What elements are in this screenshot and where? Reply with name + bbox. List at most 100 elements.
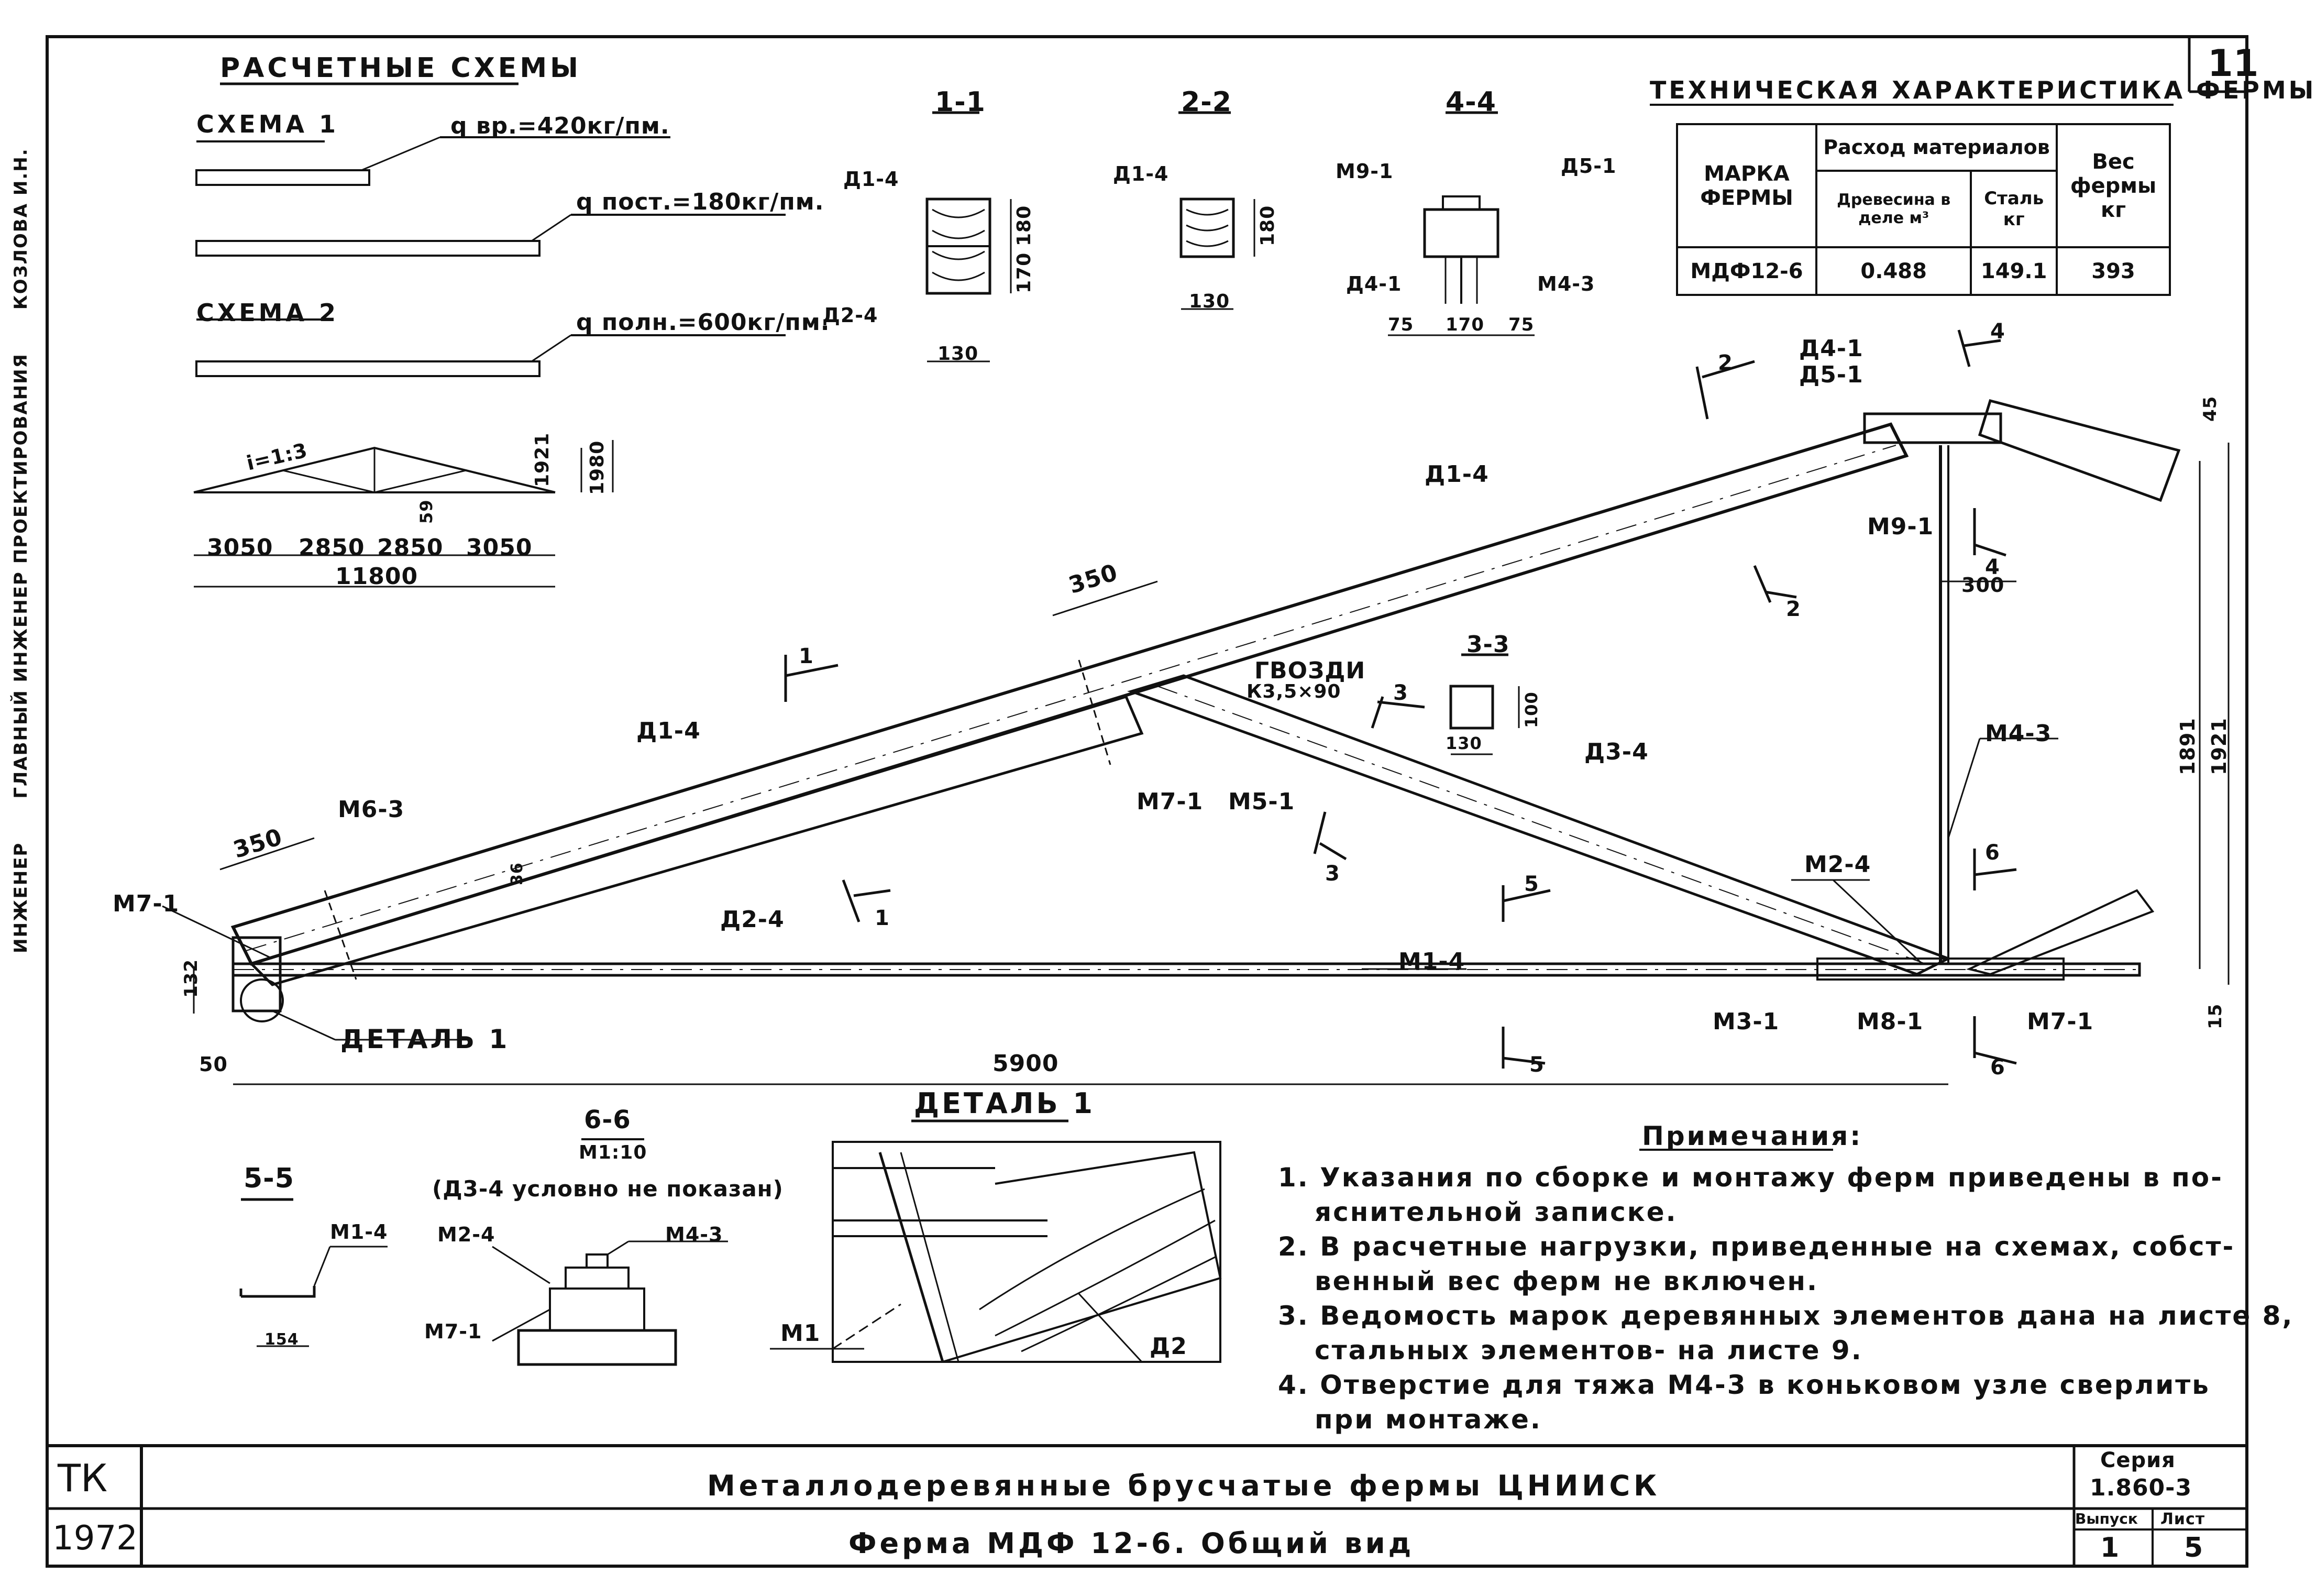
section-3-3-130: 130	[1446, 733, 1482, 753]
truss-m44: М1-4	[1398, 948, 1465, 975]
scheme-total: 11800	[335, 563, 418, 590]
section-3-3	[1449, 653, 1520, 755]
mini-truss-diagram	[193, 440, 614, 588]
section-6-6	[492, 1138, 728, 1366]
detail1-title: ДЕТАЛЬ 1	[914, 1087, 1095, 1120]
section-1-1-170: 170	[1013, 252, 1035, 293]
truss-m71a: М7-1	[113, 890, 180, 917]
stamp-seria-label: Серия	[2100, 1448, 2176, 1472]
truss-m43: М4-3	[1985, 720, 2052, 747]
tech-h-steel: Сталь кг	[1970, 169, 2058, 249]
side-strip-c: ИНЖЕНЕР	[10, 842, 31, 953]
section-4-4-170: 170	[1446, 314, 1484, 335]
section-4-4-d41: Д4-1	[1346, 272, 1402, 295]
truss-dim-300: 300	[1961, 574, 2005, 597]
scheme-dim-1: 3050	[207, 534, 273, 561]
cut-6a: 6	[1985, 841, 2000, 865]
section-2-2-d14: Д1-4	[1113, 162, 1169, 185]
sheet-corner-number: 11	[2208, 42, 2259, 85]
stamp-list: 5	[2184, 1532, 2204, 1564]
section-5-5	[239, 1198, 388, 1347]
scheme-dim-2: 2850	[299, 534, 365, 561]
truss-m81: М8-1	[1857, 1008, 1924, 1035]
section-6-6-m43: М4-3	[665, 1223, 723, 1246]
stamp-list-label: Лист	[2160, 1510, 2205, 1528]
truss-dim-5900: 5900	[992, 1050, 1059, 1077]
cut-1a: 1	[799, 644, 814, 668]
sheet-frame	[46, 35, 2248, 1568]
detail1-d2: Д2	[1150, 1333, 1187, 1360]
tech-table: МАРКА ФЕРМЫ Расход материалов Вес фермы …	[1676, 123, 2171, 296]
section-1-1-180: 180	[1013, 205, 1035, 246]
tech-wood: 0.488	[1815, 246, 1972, 296]
section-2-2-180: 180	[1257, 205, 1278, 246]
note-line-6: стальных элементов- на листе 9.	[1315, 1335, 1863, 1366]
tech-h-mark: МАРКА ФЕРМЫ	[1676, 123, 1817, 249]
section-cut-marks	[784, 329, 2017, 1069]
detail1-m1: М1	[780, 1320, 821, 1347]
truss-dim-50: 50	[199, 1053, 228, 1076]
section-6-6-m24: М2-4	[437, 1223, 495, 1246]
note-line-3: 2. В расчетные нагрузки, приведенные на …	[1278, 1231, 2235, 1262]
truss-detail-label: ДЕТАЛЬ 1	[340, 1024, 510, 1054]
detail-1	[770, 1119, 1222, 1363]
section-1-1-130: 130	[938, 343, 979, 365]
note-line-4: венный вес ферм не включен.	[1315, 1266, 1818, 1296]
truss-d34: Д3-4	[1584, 739, 1649, 765]
truss-m71c: М7-1	[2027, 1008, 2094, 1035]
stamp-vypusk-label: Выпуск	[2075, 1510, 2138, 1527]
scheme-h3: 59	[416, 499, 436, 524]
section-2-2	[1178, 111, 1255, 310]
side-strip-text: ИНЖЕНЕР ГЛАВНЫЙ ИНЖЕНЕР ПРОЕКТИРОВАНИЯ К…	[10, 148, 31, 953]
section-4-4-75b: 75	[1508, 314, 1535, 335]
section-5-5-title: 5-5	[244, 1163, 294, 1194]
section-4-4-d51: Д5-1	[1561, 155, 1617, 178]
scheme-load-full: q полн.=600кг/пм.	[576, 309, 830, 336]
truss-nails2: К3,5×90	[1247, 681, 1341, 702]
stamp-tk: ТК	[58, 1456, 108, 1500]
cut-4b: 4	[1985, 555, 2000, 579]
section-2-2-130: 130	[1189, 291, 1230, 312]
side-strip-a: КОЗЛОВА И.Н.	[10, 148, 31, 310]
schemes-title: РАСЧЕТНЫЕ СХЕМЫ	[220, 52, 581, 84]
scheme-h1: 1921	[532, 432, 553, 487]
truss-dim-45: 45	[2200, 395, 2221, 422]
section-6-6-scale: М1:10	[579, 1142, 647, 1163]
truss-m51: М5-1	[1228, 788, 1295, 815]
cut-2b: 2	[1786, 597, 1801, 621]
truss-d14: Д1-4	[636, 718, 701, 744]
section-1-1-title: 1-1	[935, 86, 986, 118]
section-6-6-m71: М7-1	[424, 1320, 482, 1343]
stamp-vypusk: 1	[2100, 1532, 2120, 1564]
section-3-3-title: 3-3	[1466, 631, 1510, 658]
section-6-6-note: (Д3-4 условно не показан)	[432, 1176, 784, 1202]
truss-d41: Д4-1	[1799, 335, 1863, 362]
scheme-load-temp: q вр.=420кг/пм.	[450, 113, 670, 139]
section-3-3-100: 100	[1521, 691, 1541, 728]
section-1-1	[925, 111, 1012, 362]
truss-dim-1921: 1921	[2208, 718, 2231, 775]
section-1-1-d14: Д1-4	[843, 168, 899, 191]
truss-d24: Д2-4	[720, 906, 785, 933]
section-6-6-title: 6-6	[584, 1105, 631, 1135]
scheme1-label: СХЕМА 1	[196, 110, 339, 138]
cut-6b: 6	[1990, 1055, 2005, 1080]
cut-4a: 4	[1990, 320, 2005, 344]
tech-weight: 393	[2056, 246, 2171, 296]
section-4-4-title: 4-4	[1446, 86, 1496, 118]
notes-title: Примечания:	[1642, 1121, 1863, 1151]
stamp-subtitle: Ферма МДФ 12-6. Общий вид	[848, 1527, 1415, 1560]
main-truss	[162, 399, 2230, 1085]
truss-nails: ГВОЗДИ	[1254, 657, 1366, 684]
stamp-title: Металлодеревянные брусчатые фермы ЦНИИСК	[707, 1469, 1661, 1502]
note-line-1: 1. Указания по сборке и монтажу ферм при…	[1278, 1162, 2223, 1193]
notes-list: 1. Указания по сборке и монтажу ферм при…	[1278, 1160, 2293, 1437]
cut-3a: 3	[1393, 681, 1408, 705]
tech-steel: 149.1	[1970, 246, 2058, 296]
section-4-4-m91: М9-1	[1336, 160, 1394, 183]
tech-title: ТЕХНИЧЕСКАЯ ХАРАКТЕРИСТИКА ФЕРМЫ	[1650, 76, 2316, 104]
tech-h-mat: Расход материалов	[1815, 123, 2058, 172]
truss-dim-36: 36	[508, 862, 526, 885]
scheme-dim-3: 2850	[377, 534, 444, 561]
